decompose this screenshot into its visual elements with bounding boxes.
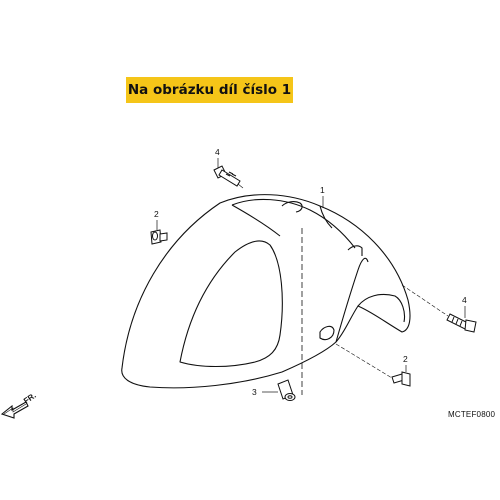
leader-4-right-b [401, 284, 449, 317]
callout-2-left: 2 [154, 209, 159, 219]
leader-4-top-b [237, 183, 244, 189]
callout-3: 3 [252, 387, 257, 397]
callout-4-top: 4 [215, 147, 220, 157]
screw-2-left[interactable] [150, 229, 168, 245]
bolt-4-right[interactable] [446, 313, 477, 333]
callout-2-right: 2 [403, 354, 408, 364]
clip-nut-3[interactable] [277, 379, 296, 401]
callout-4-right: 4 [462, 295, 467, 305]
diagram-code: MCTEF0800 [448, 410, 496, 419]
screw-2-right[interactable] [391, 371, 411, 387]
leader-2-right-b [335, 343, 393, 379]
callout-1: 1 [320, 185, 325, 195]
part-highlight-banner: Na obrázku díl číslo 1 [126, 77, 293, 103]
front-direction-arrow-icon: FR. [0, 391, 38, 419]
front-fender[interactable] [121, 194, 411, 389]
bolt-4-top[interactable] [213, 165, 241, 187]
